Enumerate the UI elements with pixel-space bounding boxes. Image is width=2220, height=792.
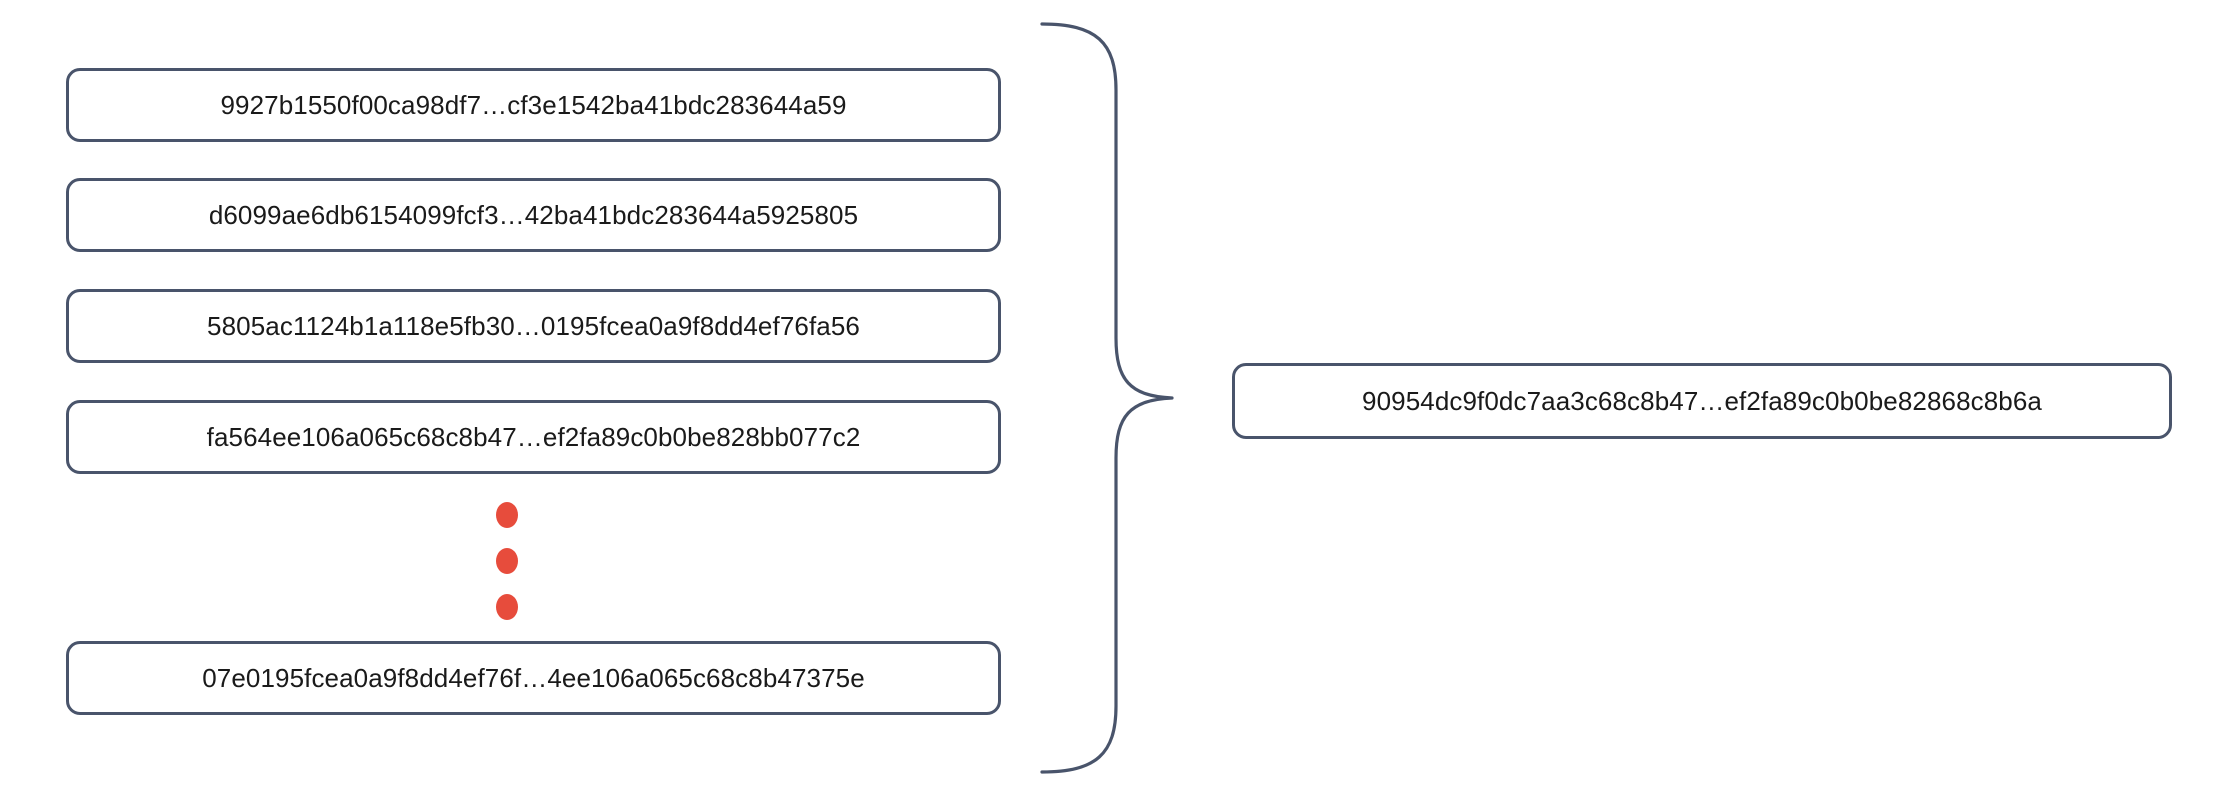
input-hash-text: 5805ac1124b1a118e5fb30…0195fcea0a9f8dd4e… [207, 311, 860, 341]
input-hash-box[interactable]: d6099ae6db6154099fcf3…42ba41bdc283644a59… [66, 178, 1001, 252]
input-hash-text: 9927b1550f00ca98df7…cf3e1542ba41bdc28364… [220, 90, 847, 120]
input-hash-box[interactable]: 9927b1550f00ca98df7…cf3e1542ba41bdc28364… [66, 68, 1001, 142]
input-hash-box[interactable]: 5805ac1124b1a118e5fb30…0195fcea0a9f8dd4e… [66, 289, 1001, 363]
input-hash-box[interactable]: fa564ee106a065c68c8b47…ef2fa89c0b0be828b… [66, 400, 1001, 474]
input-hash-text: d6099ae6db6154099fcf3…42ba41bdc283644a59… [208, 200, 859, 230]
output-hash-box[interactable]: 90954dc9f0dc7aa3c68c8b47…ef2fa89c0b0be82… [1232, 363, 2172, 439]
ellipsis-dot [496, 502, 518, 528]
ellipsis-dot [496, 594, 518, 620]
input-hash-box[interactable]: 07e0195fcea0a9f8dd4ef76f…4ee106a065c68c8… [66, 641, 1001, 715]
curly-brace-icon [1040, 22, 1174, 774]
ellipsis-dot [496, 548, 518, 574]
input-hash-text: 07e0195fcea0a9f8dd4ef76f…4ee106a065c68c8… [202, 663, 865, 693]
input-hash-text: fa564ee106a065c68c8b47…ef2fa89c0b0be828b… [206, 422, 861, 452]
vertical-ellipsis-icon [496, 502, 526, 622]
output-hash-text: 90954dc9f0dc7aa3c68c8b47…ef2fa89c0b0be82… [1362, 386, 2042, 416]
curly-brace-connector [1038, 18, 1188, 778]
